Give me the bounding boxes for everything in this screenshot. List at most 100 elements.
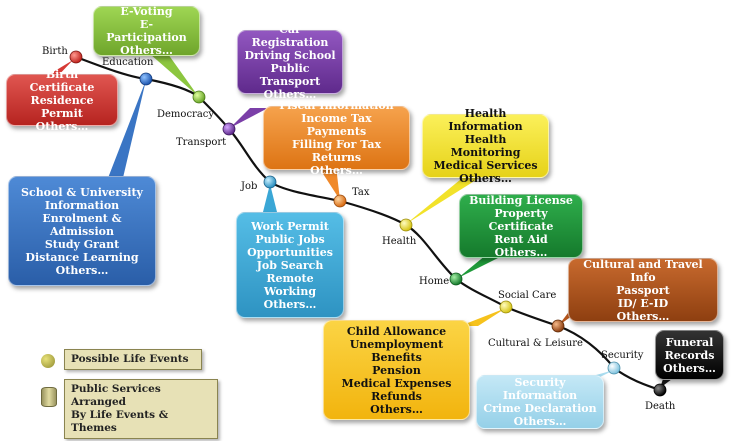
transport-service-item: Others…	[263, 88, 317, 101]
cultural-service-item: Passport	[616, 283, 670, 297]
social-care-callout-tail	[460, 308, 506, 326]
education-node	[139, 72, 153, 86]
event-label-job: Job	[241, 181, 258, 192]
health-service-item: Medical Services	[433, 159, 538, 172]
legend-event-dot-icon	[41, 354, 55, 368]
home-service-item: Rent Aid	[494, 232, 548, 246]
security-service-item: Crime Declaration	[483, 402, 597, 415]
home-callout-tail	[458, 255, 504, 278]
transport-callout-tail	[230, 108, 268, 128]
event-label-tax: Tax	[352, 187, 370, 198]
tax-service-item: Filling For Tax Returns	[291, 138, 382, 164]
birth-service-item: Residence Permit	[30, 93, 94, 120]
social-care-node	[499, 300, 513, 314]
legend-services-line: Public Services Arranged	[71, 383, 161, 408]
job-service-item: Others…	[263, 297, 317, 311]
home-service-item: Others…	[494, 245, 548, 259]
health-service-item: Others…	[459, 172, 512, 185]
social-care-service-item: Pension	[372, 363, 421, 377]
cultural-services-box: Cultural and Travel Info Passport ID/ E-…	[568, 257, 718, 323]
tax-service-item: Income Tax Payments	[301, 112, 372, 138]
legend-events-label: Possible Life Events	[64, 349, 202, 370]
education-service-item: Enrolment &	[42, 211, 122, 225]
education-service-item: Admission	[50, 224, 114, 238]
cultural-leisure-node	[551, 319, 565, 333]
home-node	[449, 272, 463, 286]
security-service-item: Security Information	[502, 376, 578, 402]
event-label-social-care: Social Care	[498, 290, 557, 301]
death-service-item: Others…	[663, 361, 716, 375]
security-node	[607, 361, 621, 375]
event-label-democracy: Democracy	[157, 109, 215, 120]
job-service-item: Job Search	[256, 258, 324, 272]
death-services-box: Funeral Records Others…	[655, 330, 724, 380]
tax-services-box: Fiscal Information Income Tax Payments F…	[263, 99, 410, 177]
education-service-item: Study Grant	[44, 237, 120, 251]
job-services-box: Work Permit Public Jobs Opportunities Jo…	[236, 212, 344, 318]
death-node	[653, 383, 667, 397]
democracy-service-item: E-Voting	[120, 5, 173, 18]
event-label-birth: Birth	[42, 46, 68, 57]
job-node	[263, 175, 277, 189]
education-service-item: Others…	[55, 263, 109, 277]
health-service-item: Health Information	[448, 107, 523, 133]
democracy-node	[192, 90, 206, 104]
tax-service-item: Others…	[310, 164, 363, 177]
event-label-death: Death	[645, 401, 676, 412]
death-service-item: Funeral	[665, 335, 714, 349]
health-services-box: Health Information Health Monitoring Med…	[422, 107, 549, 185]
legend-services-label: Public Services Arranged By Life Events …	[64, 379, 218, 439]
cultural-service-item: Others…	[616, 309, 670, 323]
social-care-services-box: Child Allowance Unemployment Benefits Pe…	[323, 320, 470, 420]
transport-service-item: Car Registration	[251, 23, 329, 49]
transport-services-box: Car Registration Driving School Public T…	[237, 23, 343, 101]
social-care-service-item: Refunds	[371, 389, 422, 403]
education-service-item: Information	[44, 198, 120, 212]
home-service-item: Building License	[469, 193, 573, 207]
birth-services-box: Birth Certificate Residence Permit Other…	[6, 68, 118, 133]
cultural-service-item: ID/ E-ID	[617, 296, 669, 310]
job-service-item: Remote Working	[263, 271, 317, 298]
education-callout-tail	[108, 80, 146, 182]
social-care-service-item: Unemployment Benefits	[349, 337, 444, 364]
tax-callout-tail	[318, 166, 340, 200]
legend-service-box-icon	[41, 387, 57, 407]
health-node	[399, 218, 413, 232]
health-service-item: Health Monitoring	[450, 133, 521, 159]
social-care-service-item: Child Allowance	[346, 324, 447, 338]
social-care-service-item: Medical Expenses	[341, 376, 452, 390]
cultural-service-item: Cultural and Travel Info	[583, 257, 703, 284]
democracy-service-item: E-Participation	[106, 18, 187, 44]
birth-node	[69, 50, 83, 64]
event-label-security: Security	[601, 350, 644, 361]
social-care-service-item: Others…	[370, 402, 423, 416]
tax-node	[333, 194, 347, 208]
health-callout-tail	[406, 175, 484, 224]
education-service-item: School & University	[21, 185, 143, 199]
job-service-item: Work Permit	[251, 219, 329, 233]
death-service-item: Records	[664, 348, 715, 362]
democracy-services-box: E-Voting E-Participation Others…	[93, 5, 200, 57]
education-services-box: School & University Information Enrolmen…	[8, 176, 156, 286]
transport-service-item: Driving School	[244, 49, 336, 62]
job-service-item: Opportunities	[247, 245, 333, 259]
education-service-item: Distance Learning	[25, 250, 139, 264]
event-label-health: Health	[382, 236, 417, 247]
event-label-education: Education	[102, 57, 154, 68]
democracy-service-item: Others…	[120, 44, 173, 57]
event-label-cultural-leisure: Cultural & Leisure	[488, 338, 583, 349]
event-label-home: Home	[419, 276, 450, 287]
security-service-item: Others…	[513, 415, 567, 428]
transport-service-item: Public Transport	[259, 62, 321, 88]
home-services-box: Building License Property Certificate Re…	[459, 193, 583, 259]
transport-node	[222, 122, 236, 136]
home-service-item: Property Certificate	[488, 206, 554, 233]
birth-service-item: Others…	[35, 119, 89, 133]
job-callout-tail	[262, 184, 278, 216]
tax-service-item: Fiscal Information	[279, 99, 394, 112]
security-services-box: Security Information Crime Declaration O…	[476, 375, 604, 429]
birth-service-item: Birth Certificate	[29, 67, 95, 94]
legend-services-line: By Life Events & Themes	[71, 409, 169, 434]
event-label-transport: Transport	[176, 137, 227, 148]
